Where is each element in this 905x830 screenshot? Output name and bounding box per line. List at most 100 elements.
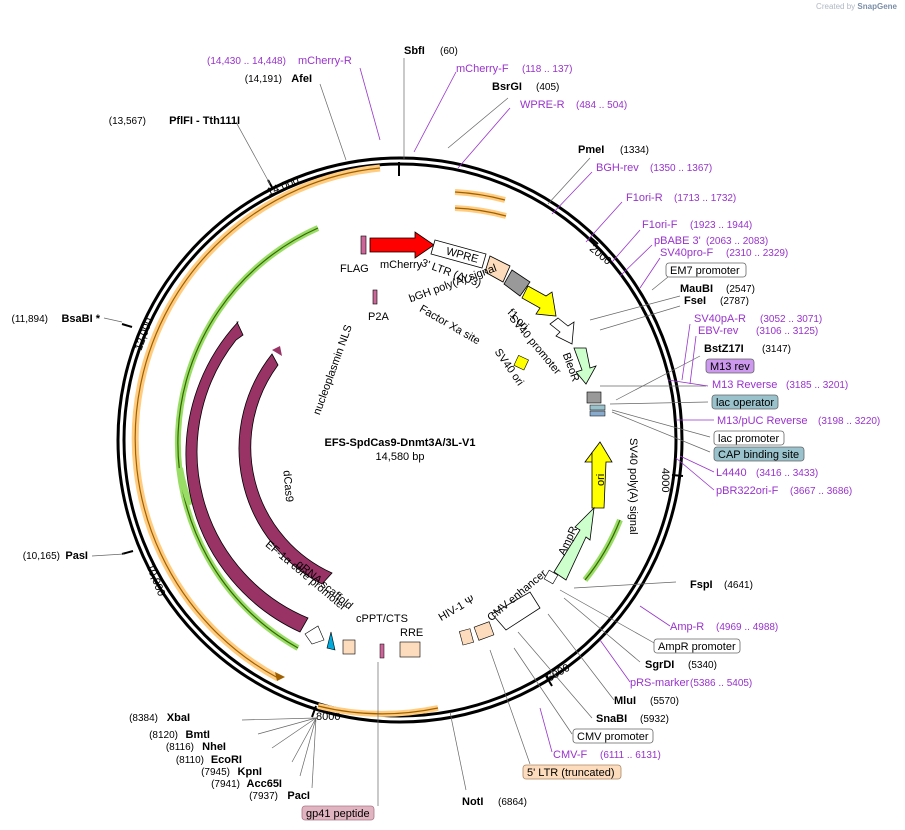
enzyme-bmti: BmtI <box>186 729 210 741</box>
primer-sv40pa-r-pos: (3052 .. 3071) <box>760 314 822 325</box>
enzyme-noti: NotI <box>462 796 483 808</box>
label-cppt: cPPT/CTS <box>356 613 408 625</box>
sv40-promoter-arrow <box>549 317 575 345</box>
mcherry-arrow <box>369 231 435 259</box>
primer-wpre-r: WPRE-R <box>520 99 565 111</box>
rre-box <box>399 641 421 658</box>
enzyme-bstz17i: BstZ17I <box>704 343 744 355</box>
primer-pbabe3-pos: (2063 .. 2083) <box>706 236 768 247</box>
enzyme-bsrgi-pos: (405) <box>536 82 559 93</box>
enzyme-paci-pos: (7937) <box>249 791 278 802</box>
orf-arc-2 <box>454 205 507 219</box>
sv40-ori-box <box>513 354 529 371</box>
primer-cmv-f-pos: (6111 .. 6131) <box>600 750 661 761</box>
cmv-enhancer-box <box>491 591 541 631</box>
green-track-small <box>177 467 193 507</box>
box-m13-rev <box>705 358 755 374</box>
em7-box <box>586 391 602 404</box>
primer-sv40pro-f: SV40pro-F <box>660 247 713 259</box>
enzyme-bsrgi: BsrGI <box>492 81 522 93</box>
label-flag: FLAG <box>340 263 369 275</box>
enzyme-nhei: NheI <box>202 741 226 753</box>
enzyme-lines <box>91 58 711 806</box>
primer-bgh-rev: BGH-rev <box>596 162 639 174</box>
primer-lines <box>359 67 715 753</box>
enzyme-xbai-pos: (8384) <box>129 713 158 724</box>
box-em7-text: EM7 promoter <box>670 265 740 277</box>
enzyme-paci: PacI <box>287 790 310 802</box>
ltr5-box <box>473 621 495 641</box>
snapgene-logo: SnapGene <box>857 2 897 11</box>
box-5ltr <box>522 764 622 780</box>
primer-pbr322ori-f: pBR322ori-F <box>716 485 779 497</box>
f1ori-arrow <box>521 285 557 317</box>
enzyme-ecori: EcoRI <box>211 754 242 766</box>
enzyme-mlui: MluI <box>614 695 636 707</box>
cap-box <box>589 410 606 417</box>
enzyme-maubi: MauBI <box>680 283 713 295</box>
enzyme-xbai: XbaI <box>167 712 190 724</box>
enzyme-bmti-pos: (8120) <box>149 730 178 741</box>
enzyme-kpni-pos: (7945) <box>201 767 230 778</box>
enzyme-mlui-pos: (5570) <box>650 696 679 707</box>
primer-f1ori-f: F1ori-F <box>642 219 678 231</box>
primer-m13-puc-reverse-pos: (3198 .. 3220) <box>818 416 880 427</box>
label-rre: RRE <box>400 627 423 639</box>
gp41-box <box>379 643 385 659</box>
box-cmv-promoter <box>572 728 654 744</box>
snapgene-credit: Created by SnapGene <box>816 2 897 11</box>
enzyme-fsei: FseI <box>684 295 706 307</box>
green-track-right-line <box>584 519 621 581</box>
box-lac-operator <box>711 394 779 410</box>
primer-sv40pa-r: SV40pA-R <box>694 313 746 325</box>
box-ampr-promoter-text: AmpR promoter <box>658 641 736 653</box>
primer-f1ori-r: F1ori-R <box>626 192 663 204</box>
label-cas9: Cas9 <box>215 480 231 507</box>
primer-amp-r-pos: (4969 .. 4988) <box>716 622 778 633</box>
enzyme-noti-pos: (6864) <box>498 797 527 808</box>
primer-cmv-f: CMV-F <box>553 749 588 761</box>
primer-m13-reverse: M13 Reverse <box>712 379 777 391</box>
primer-pbr322ori-f-pos: (3667 .. 3686) <box>790 486 852 497</box>
enzyme-afei: AfeI <box>291 73 312 85</box>
enzyme-snabi: SnaBI <box>596 713 627 725</box>
box-ampr-promoter <box>653 638 741 654</box>
enzyme-pasi: PasI <box>65 550 88 562</box>
bgh-box <box>503 269 531 297</box>
grna-arrow <box>326 631 336 651</box>
orf-arc-1 <box>454 189 506 203</box>
enzyme-pmei-pos: (1334) <box>620 145 649 156</box>
tick-label-4000: 4000 <box>659 468 671 492</box>
enzyme-ecori-pos: (8110) <box>176 755 204 766</box>
box-lac-promoter <box>713 430 785 446</box>
dcas9-feature <box>238 353 333 585</box>
cppt-box <box>342 639 356 655</box>
enzyme-pmei: PmeI <box>578 144 604 156</box>
enzyme-acc65i-pos: (7941) <box>211 779 240 790</box>
primer-l4440-pos: (3416 .. 3433) <box>756 468 818 479</box>
enzyme-bsabi-pos: (11,894) <box>11 314 48 325</box>
primer-prs-marker-pos: (5386 .. 5405) <box>690 678 752 689</box>
enzyme-afei-pos: (14,191) <box>245 74 282 85</box>
label-factor-xa: Factor Xa site <box>417 303 482 347</box>
primer-wpre-r-pos: (484 .. 504) <box>576 100 627 111</box>
enzyme-pflfi-pos: (13,567) <box>109 116 146 127</box>
p2a-box <box>372 289 378 305</box>
enzyme-pflfi: PflFI - Tth111I <box>169 115 240 127</box>
enzyme-sbfi: SbfI <box>404 45 425 57</box>
primer-mcherry-r: mCherry-R <box>298 55 352 67</box>
label-dcas9: dCas9 <box>280 470 295 503</box>
primer-pbabe3: pBABE 3' <box>654 235 701 247</box>
enzyme-sgrdi: SgrDI <box>645 659 674 671</box>
orf-arc-1-line <box>454 191 506 201</box>
primer-m13-puc-reverse: M13/pUC Reverse <box>717 415 807 427</box>
orf-arc-2-line <box>454 207 507 217</box>
bleor-arrow <box>573 347 597 385</box>
primer-prs-marker: pRS-marker <box>630 677 690 689</box>
enzyme-bsabi: BsaBI * <box>61 313 100 325</box>
label-nls: nucleoplasmin NLS <box>311 323 355 416</box>
label-p2a: P2A <box>368 311 389 323</box>
box-m13-rev-text: M13 rev <box>710 361 750 373</box>
box-5ltr-text: 5' LTR (truncated) <box>527 767 614 779</box>
